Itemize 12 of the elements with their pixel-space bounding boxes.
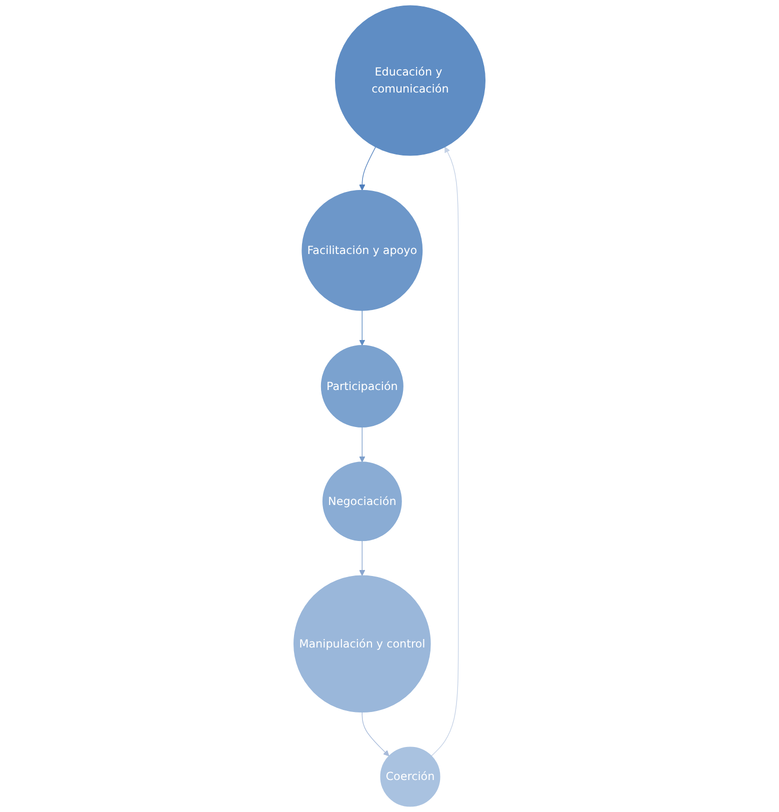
arrow [359, 310, 366, 346]
node-circle: Facilitación y apoyo [302, 190, 423, 311]
node-circle: Educación y comunicación [334, 5, 486, 156]
node-circle: Manipulación y control [294, 575, 431, 713]
arrow [362, 712, 390, 756]
arrow [359, 426, 366, 462]
node-circle: Participación [320, 345, 404, 428]
arrow [359, 540, 366, 576]
arrow [359, 146, 376, 191]
node-circle: Coerción [380, 746, 440, 807]
arrow [431, 146, 459, 756]
node-circle: Negociación [322, 462, 402, 542]
